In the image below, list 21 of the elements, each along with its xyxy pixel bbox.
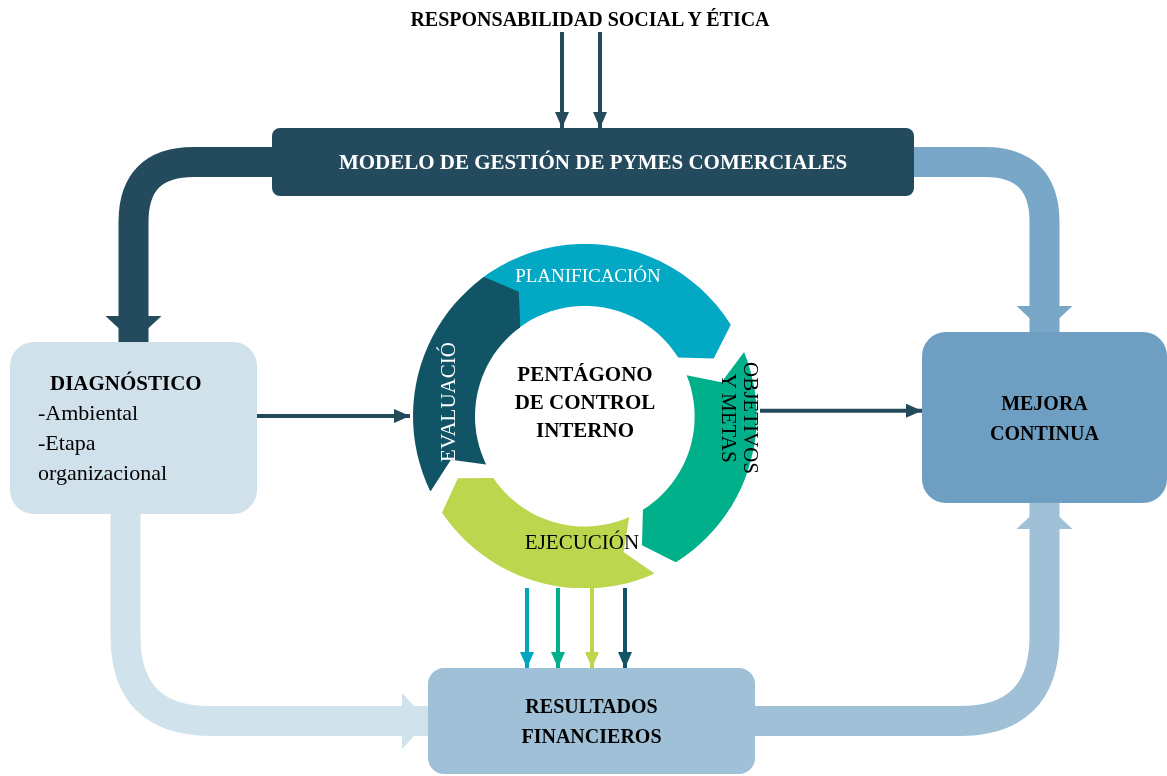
results-box: RESULTADOS FINANCIEROS [428, 668, 755, 774]
model-banner: MODELO DE GESTIÓN DE PYMES COMERCIALES [272, 128, 914, 196]
improvement-box: MEJORA CONTINUA [922, 332, 1167, 503]
segment-label: OBJETIVOS Y METAS [717, 362, 763, 474]
arrow [618, 588, 632, 668]
segment-label: PLANIFICACIÓN [515, 266, 661, 286]
arrow [555, 32, 569, 128]
flow-arrow [914, 147, 1073, 332]
heading-text: RESPONSABILIDAD SOCIAL Y ÉTICA [330, 6, 850, 32]
arrow [593, 32, 607, 128]
center-title: PENTÁGONO DE CONTROL INTERNO [513, 361, 657, 444]
flow-arrow [755, 503, 1073, 736]
arrow [520, 588, 534, 668]
arrow [760, 403, 922, 418]
arrow [585, 588, 599, 668]
flow-arrow [110, 514, 428, 749]
segment-label: EVALUACIÓ [436, 342, 459, 462]
diagnosis-box: DIAGNÓSTICO -Ambiental -Etapa organizacional [10, 342, 257, 514]
arrow [551, 588, 565, 668]
flow-arrow [105, 147, 272, 342]
arrow [257, 409, 410, 423]
